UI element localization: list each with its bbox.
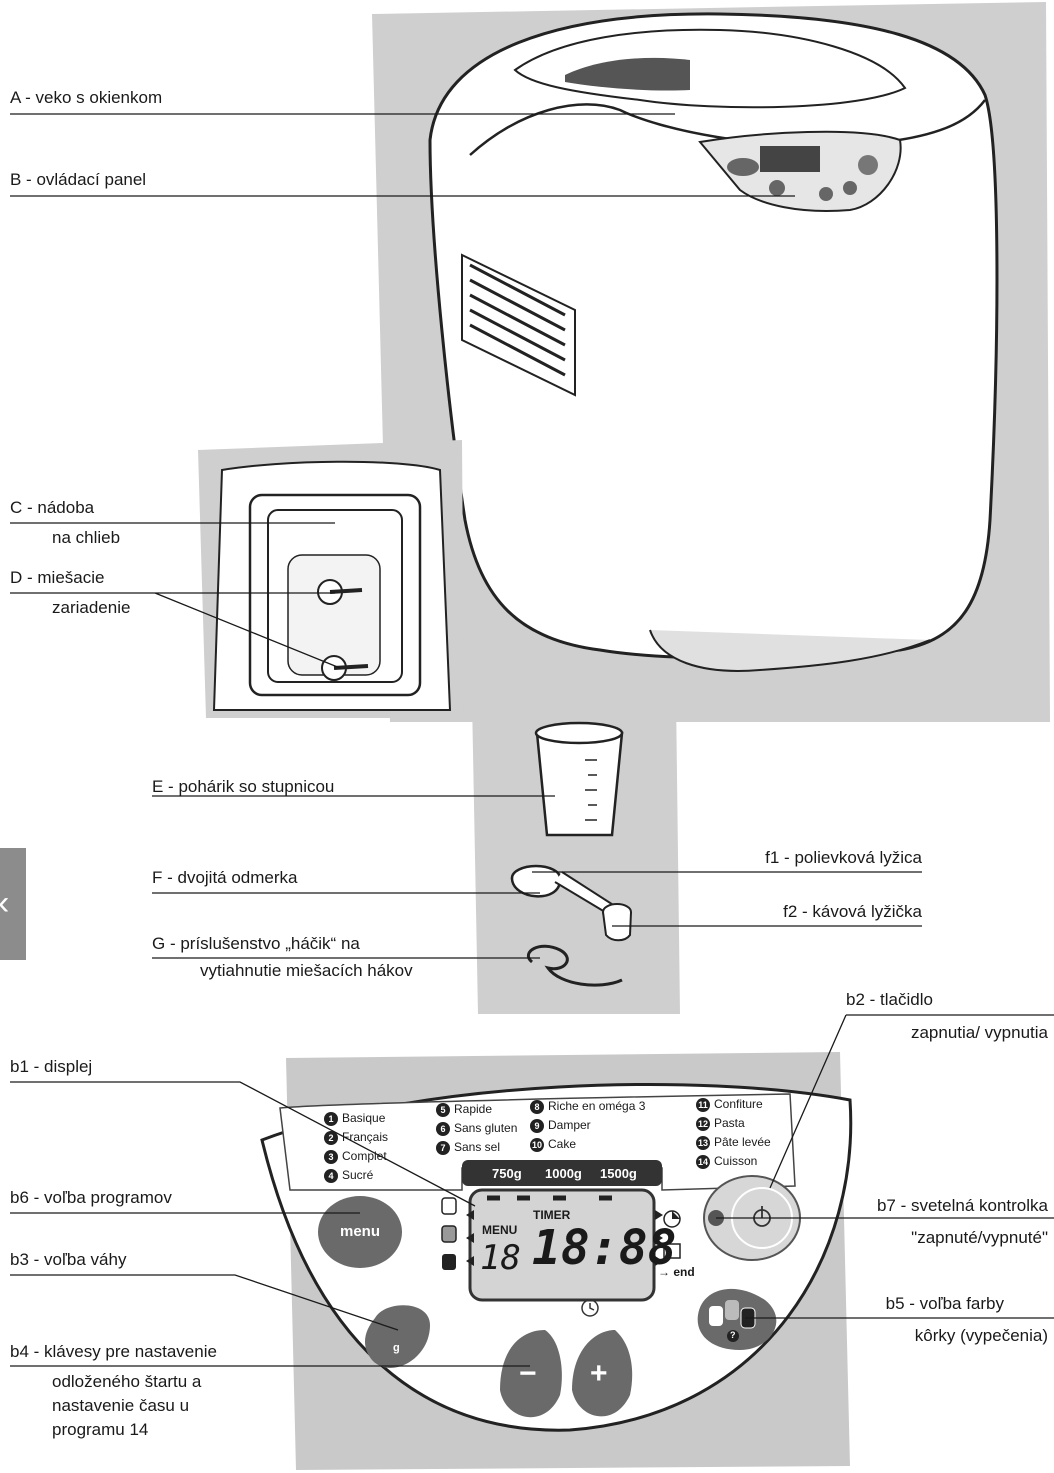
program-number: 11: [696, 1098, 710, 1112]
label-b7-indicator: b7 - svetelná kontrolka: [876, 1196, 1048, 1215]
program-number: 10: [530, 1138, 544, 1152]
program-item: 10 Cake: [530, 1136, 576, 1152]
label-c-pan-line2: na chlieb: [52, 528, 121, 547]
label-b4-keys: b4 - klávesy pre nastavenie: [10, 1342, 217, 1361]
menu-button[interactable]: menu: [340, 1223, 381, 1240]
label-f2-teaspoon: f2 - kávová lyžička: [783, 902, 922, 921]
program-name: Cake: [548, 1137, 577, 1151]
program-number: 13: [696, 1136, 710, 1150]
lcd-timer: TIMER: [533, 1208, 571, 1222]
lcd-end: → end: [658, 1265, 695, 1279]
side-tab: ‹: [0, 848, 26, 960]
weight-1500: 1500g: [600, 1166, 637, 1181]
label-b6-program: b6 - voľba programov: [10, 1188, 172, 1207]
label-b1-display: b1 - displej: [10, 1057, 93, 1076]
program-item: 7 Sans sel: [436, 1139, 500, 1155]
program-item: 8 Riche en oméga 3: [530, 1098, 645, 1114]
program-name: Sucré: [342, 1168, 374, 1182]
weight-button[interactable]: g: [393, 1342, 400, 1354]
program-number: 5: [436, 1103, 450, 1117]
bread-pan-illustration: [198, 440, 464, 718]
program-name: Pasta: [714, 1116, 745, 1130]
label-b5-crust: b5 - voľba farby: [885, 1294, 1004, 1313]
program-name: Sans sel: [454, 1140, 501, 1154]
program-number: 1: [324, 1112, 338, 1126]
program-number: 6: [436, 1122, 450, 1136]
label-b2-power-line2: zapnutia/ vypnutia: [910, 1023, 1048, 1042]
crust-help-mark: ?: [730, 1330, 736, 1340]
program-number: 14: [696, 1155, 710, 1169]
program-number: 9: [530, 1119, 544, 1133]
plus-button[interactable]: +: [590, 1357, 608, 1390]
chevron-left-icon: ‹: [0, 886, 9, 920]
program-name: Complet: [342, 1149, 387, 1163]
label-d-kneader: D - miešacie: [10, 568, 105, 587]
program-number: 3: [324, 1150, 338, 1164]
weight-1000: 1000g: [545, 1166, 582, 1181]
weight-750: 750g: [492, 1166, 522, 1181]
program-name: Basique: [342, 1111, 386, 1125]
program-number: 8: [530, 1100, 544, 1114]
program-item: 11 Confiture: [696, 1096, 763, 1112]
program-item: 2 Français: [324, 1129, 388, 1145]
label-g-hook-line2: vytiahnutie miešacích hákov: [200, 961, 413, 980]
program-name: Pâte levée: [714, 1135, 771, 1149]
program-item: 13 Pâte levée: [696, 1134, 771, 1150]
label-b2-power: b2 - tlačidlo: [846, 990, 933, 1009]
label-f-spoon: F - dvojitá odmerka: [152, 868, 298, 887]
program-name: Rapide: [454, 1102, 493, 1116]
label-b5-crust-line2: kôrky (vypečenia): [914, 1326, 1048, 1345]
program-name: Riche en oméga 3: [548, 1099, 646, 1113]
program-number: 4: [324, 1169, 338, 1183]
label-b4-keys-line2: odloženého štartu a: [52, 1372, 202, 1391]
program-item: 1 Basique: [324, 1110, 385, 1126]
label-b7-indicator-line2: "zapnuté/vypnuté": [911, 1228, 1048, 1247]
program-name: Confiture: [714, 1097, 763, 1111]
program-item: 4 Sucré: [324, 1167, 373, 1183]
label-c-pan: C - nádoba: [10, 498, 95, 517]
label-b4-keys-line3: nastavenie času u: [52, 1396, 190, 1415]
program-name: Cuisson: [714, 1154, 758, 1168]
label-b-control-panel: B - ovládací panel: [10, 170, 147, 189]
label-f1-tablespoon: f1 - polievková lyžica: [765, 848, 922, 867]
program-item: 12 Pasta: [696, 1115, 745, 1131]
lcd-time: 18:88: [532, 1220, 677, 1276]
program-name: Français: [342, 1130, 389, 1144]
program-name: Damper: [548, 1118, 591, 1132]
label-d-kneader-line2: zariadenie: [52, 598, 131, 617]
bread-maker-illustration: [372, 2, 1050, 722]
minus-button[interactable]: −: [519, 1357, 537, 1390]
program-number: 2: [324, 1131, 338, 1145]
lcd-program-digits: 18: [480, 1238, 521, 1278]
program-item: 14 Cuisson: [696, 1153, 757, 1169]
program-item: 9 Damper: [530, 1117, 591, 1133]
program-name: Sans gluten: [454, 1121, 518, 1135]
label-b3-weight: b3 - voľba váhy: [10, 1250, 127, 1269]
label-b4-keys-line4: programu 14: [52, 1420, 149, 1439]
program-number: 12: [696, 1117, 710, 1131]
label-e-cup: E - pohárik so stupnicou: [152, 777, 335, 796]
program-item: 6 Sans gluten: [436, 1120, 517, 1136]
label-a-lid: A - veko s okienkom: [10, 88, 163, 107]
program-number: 7: [436, 1141, 450, 1155]
label-g-hook: G - príslušenstvo „háčik“ na: [152, 934, 360, 953]
program-item: 5 Rapide: [436, 1101, 492, 1117]
accessories-illustration: [472, 696, 680, 1014]
lcd-menu: MENU: [482, 1223, 518, 1237]
program-item: 3 Complet: [324, 1148, 387, 1164]
leader-lines: [10, 113, 1054, 1367]
